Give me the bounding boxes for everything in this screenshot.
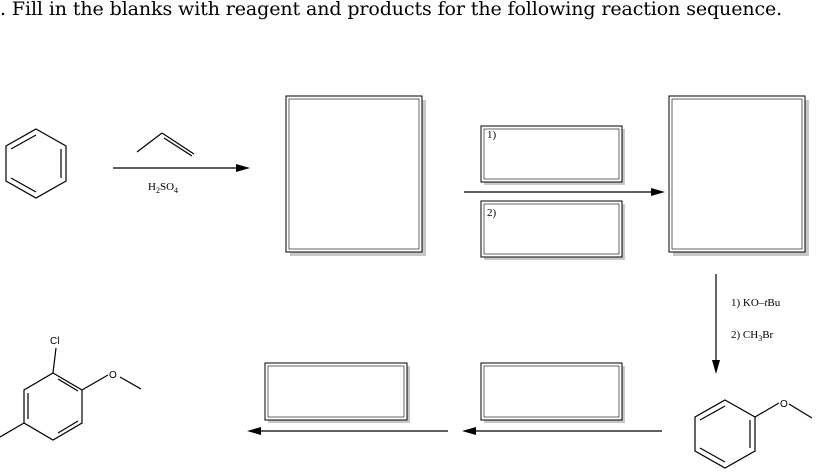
question-text: . Fill in the blanks with reagent and pr… [0, 0, 783, 20]
box-label-1: 1) [487, 129, 497, 141]
answer-box-product-1[interactable] [285, 95, 426, 256]
reaction-arrow-3 [712, 274, 720, 374]
box-label-2: 2) [487, 207, 497, 219]
reaction-arrow-2 [464, 188, 665, 196]
answer-box-reagent-2-1[interactable]: 1) [480, 125, 625, 185]
reaction-arrow-1 [113, 164, 250, 172]
chlorine-label: Cl [50, 336, 59, 347]
benzene-structure [5, 128, 67, 199]
reaction-arrow-5 [247, 427, 448, 435]
reaction-arrow-4 [462, 427, 662, 435]
reagent-kotbu: 1) KO–tBu [731, 297, 781, 309]
answer-box-product-2[interactable] [668, 95, 809, 256]
anisole-structure: O [694, 399, 813, 469]
answer-box-reagent-5[interactable] [264, 362, 410, 423]
propene-structure [136, 132, 195, 157]
target-molecule-structure: Cl O [0, 336, 142, 441]
answer-box-reagent-4[interactable] [480, 362, 625, 423]
answer-box-reagent-2-2[interactable]: 2) [480, 200, 625, 260]
reagent-ch3br: 2) CH3Br [731, 329, 774, 343]
oxygen-label-anisole: O [780, 399, 788, 410]
reagent-h2so4: H2SO4 [148, 181, 178, 195]
oxygen-label-target: O [109, 370, 117, 381]
